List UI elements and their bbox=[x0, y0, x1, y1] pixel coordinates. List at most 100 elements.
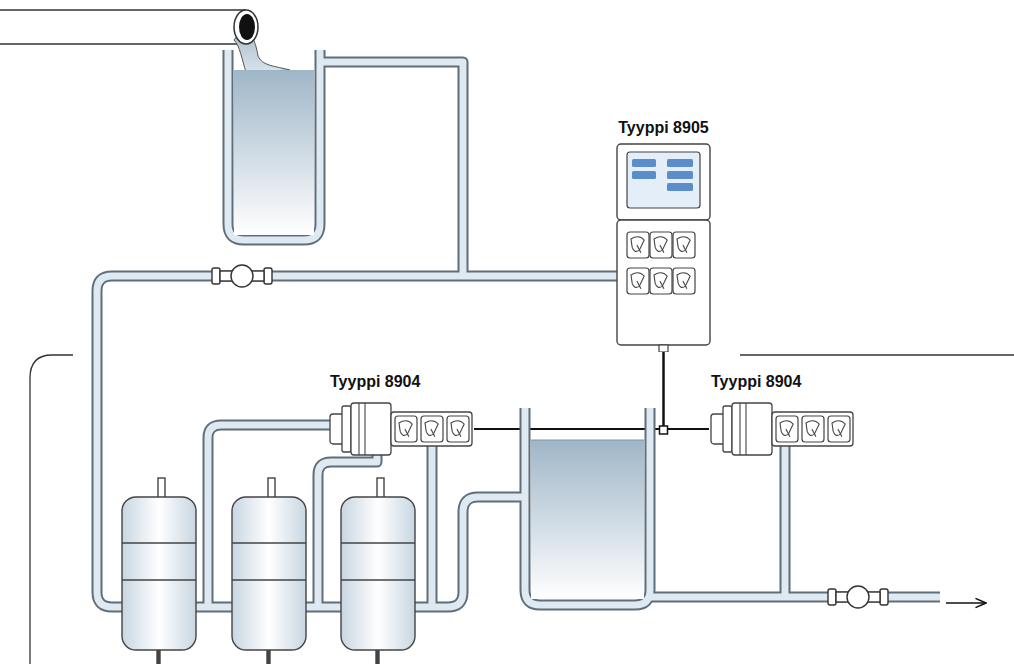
valve-drawing bbox=[447, 416, 469, 442]
valve-drawing bbox=[451, 421, 464, 436]
valve-drawing bbox=[405, 429, 409, 437]
valve-drawing bbox=[709, 398, 855, 458]
filter-vessel bbox=[232, 543, 306, 580]
controller-drawing bbox=[673, 268, 695, 294]
pipe bbox=[318, 62, 463, 276]
controller-drawing bbox=[650, 232, 672, 258]
controller-drawing bbox=[683, 281, 687, 289]
valve-drawing bbox=[786, 429, 790, 437]
controller-drawing bbox=[627, 268, 649, 294]
filter-vessel bbox=[122, 497, 196, 650]
controller-drawing bbox=[650, 268, 672, 294]
pipe bbox=[318, 62, 463, 276]
flow-meter bbox=[212, 265, 272, 287]
controller-drawing bbox=[631, 237, 644, 252]
filter-vessel bbox=[232, 497, 306, 650]
inlet-pipe bbox=[0, 10, 248, 44]
controller-drawing bbox=[673, 232, 695, 258]
controller-drawing bbox=[667, 159, 693, 167]
type-label: Tyyppi 8904 bbox=[711, 372, 801, 392]
pipe bbox=[648, 592, 940, 603]
valve-drawing bbox=[832, 421, 845, 436]
pipe bbox=[228, 50, 320, 240]
signal-junction bbox=[660, 426, 668, 434]
valve-drawing bbox=[391, 412, 472, 446]
controller-drawing bbox=[627, 232, 649, 258]
filter-vessel bbox=[377, 478, 384, 498]
valve-drawing bbox=[780, 421, 793, 436]
pipe bbox=[525, 408, 650, 605]
type-label: Tyyppi 8904 bbox=[330, 372, 420, 392]
flow-meter bbox=[212, 268, 220, 284]
filter-vessel bbox=[341, 497, 415, 650]
controller-drawing bbox=[617, 144, 710, 220]
valve-drawing bbox=[776, 416, 798, 442]
controller-drawing bbox=[677, 273, 690, 288]
water-surface bbox=[531, 440, 644, 441]
valve-block: Tyyppi 8904 bbox=[328, 372, 474, 458]
filter-vessel bbox=[232, 478, 306, 664]
pipe bbox=[228, 50, 320, 240]
controller-drawing bbox=[667, 183, 693, 191]
signal-wire bbox=[664, 352, 710, 429]
pipe bbox=[525, 408, 650, 605]
flow-meter bbox=[231, 265, 253, 287]
inlet-pipe bbox=[0, 10, 290, 72]
valve-drawing bbox=[838, 429, 842, 437]
controller-drawing bbox=[660, 245, 664, 253]
valve-block: Tyyppi 8904 bbox=[709, 372, 855, 458]
filter-vessel bbox=[158, 478, 165, 498]
filter-vessel bbox=[268, 478, 275, 498]
inlet-pipe bbox=[239, 14, 255, 40]
water bbox=[234, 70, 314, 235]
flow-meter bbox=[847, 586, 869, 608]
controller-drawing bbox=[631, 273, 644, 288]
valve-drawing bbox=[806, 421, 819, 436]
pipe bbox=[97, 50, 940, 607]
signal-wire bbox=[474, 352, 664, 429]
controller-unit: Tyyppi 8905 bbox=[605, 118, 722, 352]
controller-drawing bbox=[659, 345, 668, 352]
flow-meter bbox=[212, 265, 888, 608]
controller-drawing bbox=[683, 245, 687, 253]
valve-drawing bbox=[425, 421, 438, 436]
boundary-line bbox=[740, 354, 1014, 355]
controller-drawing bbox=[637, 245, 641, 253]
inlet-pipe bbox=[234, 10, 258, 44]
pipe bbox=[97, 50, 940, 607]
flow-meter bbox=[828, 589, 836, 605]
controller-drawing bbox=[632, 159, 656, 167]
valve-drawing bbox=[723, 406, 732, 452]
controller-drawing bbox=[667, 171, 693, 179]
controller-drawing bbox=[632, 171, 656, 179]
valve-drawing bbox=[457, 429, 461, 437]
valve-drawing bbox=[431, 429, 435, 437]
inlet-pipe bbox=[0, 10, 246, 44]
valve-drawing bbox=[328, 398, 474, 458]
valve-drawing bbox=[351, 403, 391, 455]
controller-drawing bbox=[654, 273, 667, 288]
filter-vessel bbox=[341, 478, 415, 664]
filter-vessel bbox=[122, 478, 196, 664]
pipe bbox=[648, 594, 940, 601]
flow-meter bbox=[264, 268, 272, 284]
outlet-arrow bbox=[946, 602, 986, 603]
controller-drawing bbox=[605, 142, 722, 352]
valve-drawing bbox=[359, 403, 365, 455]
filter-vessel bbox=[122, 478, 415, 664]
valve-drawing bbox=[342, 406, 351, 452]
controller-drawing bbox=[637, 281, 641, 289]
valve-drawing bbox=[812, 429, 816, 437]
flow-meter bbox=[828, 586, 888, 608]
valve-drawing bbox=[772, 412, 853, 446]
valve-drawing bbox=[740, 403, 746, 455]
water bbox=[531, 440, 644, 599]
valve-drawing bbox=[421, 416, 443, 442]
boundary-line bbox=[30, 355, 73, 664]
pipe bbox=[427, 440, 438, 607]
controller-drawing bbox=[677, 237, 690, 252]
valve-drawing bbox=[732, 403, 772, 455]
valve-drawing bbox=[399, 421, 412, 436]
